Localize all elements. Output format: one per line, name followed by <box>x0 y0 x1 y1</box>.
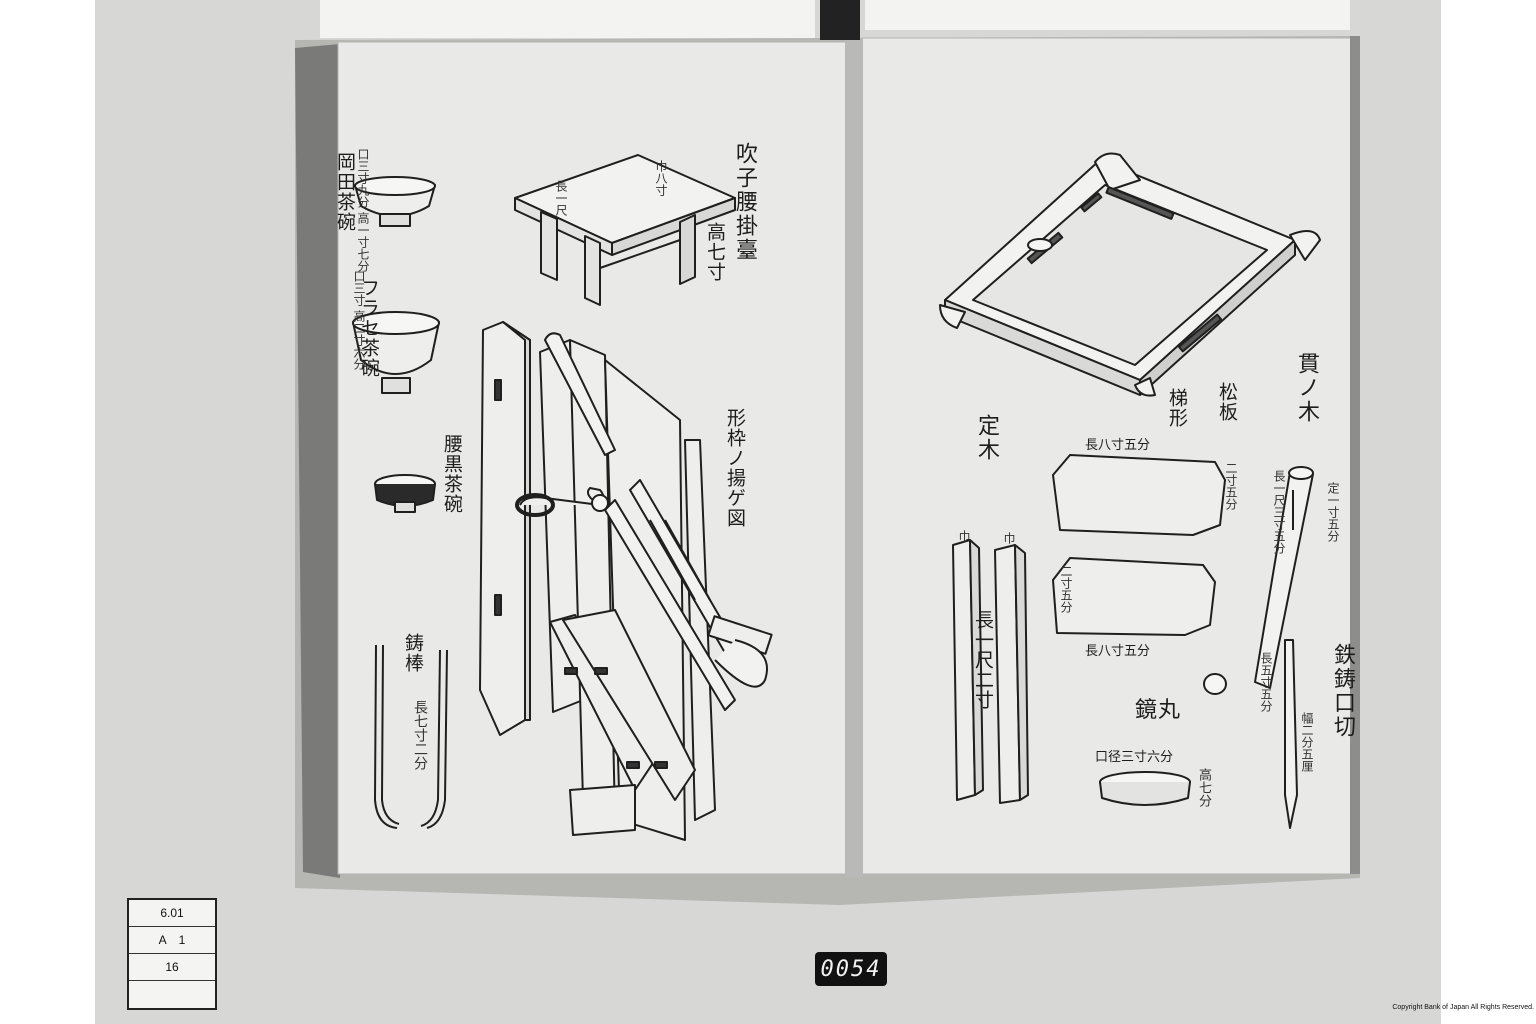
scan-background: 岡田茶碗 口三寸九分 高一寸七分 フラセ茶碗 口三寸 高二寸六分 腰黒茶碗 鋳棒… <box>95 0 1441 1024</box>
stand-width: 巾八寸 <box>654 160 668 196</box>
call-row-1: 6.01 <box>129 900 215 927</box>
frame-number-badge: 0054 <box>815 952 887 986</box>
okada-bowl-drawing <box>354 176 436 227</box>
chisel-title: 鉄鋳口切 <box>1330 643 1355 739</box>
call-row-3-text: 16 <box>165 960 179 974</box>
top-paper-left <box>320 0 815 38</box>
stand-drawing <box>514 154 736 306</box>
furase-bowl-drawing <box>352 311 440 394</box>
top-binding <box>820 0 860 40</box>
okada-bowl-label: 岡田茶碗 <box>334 152 356 232</box>
pine-board-label: 松板 <box>1216 382 1238 422</box>
chisel-drawing <box>1284 639 1298 829</box>
furase-bowl-label: フラセ茶碗 <box>358 278 380 378</box>
chisel-dims: 長五寸五分 <box>1259 652 1273 712</box>
koshiguro-bowl-label: 腰黒茶碗 <box>441 434 463 514</box>
top-paper-right <box>865 0 1350 30</box>
left-page-stack <box>295 44 340 878</box>
copyright-notice: Copyright Bank of Japan All Rights Reser… <box>1392 1004 1534 1011</box>
mirror-height: 高七分 <box>1196 768 1211 807</box>
ladle-rods-drawing <box>374 644 448 829</box>
board-bottom-dims: 長八寸五分 <box>1085 644 1151 659</box>
stand-height: 高七寸 <box>704 222 726 282</box>
rod-drawing <box>1203 466 1314 695</box>
gutter <box>845 38 863 878</box>
mirror-mold-drawing <box>1099 771 1191 806</box>
ladle-rod-dims: 長七寸二分 <box>412 700 428 770</box>
okada-bowl-dims: 口三寸九分 高一寸七分 <box>356 148 370 272</box>
board-lower-drawing <box>1052 557 1216 636</box>
call-row-4 <box>129 981 215 1007</box>
jogi-rulers-drawing <box>952 539 1029 804</box>
board-top-dims: 長八寸五分 <box>1085 438 1151 453</box>
nuki-frame-drawing <box>939 152 1321 397</box>
stand-title: 吹子腰掛臺 <box>732 142 757 262</box>
mirror-dims: 口径三寸六分 <box>1095 750 1174 765</box>
rod-side-dims: 定一寸五分 <box>1326 482 1340 542</box>
stand-length: 長一尺 <box>554 180 568 216</box>
jogi-top-a: 巾 <box>957 530 971 542</box>
rod-dims: 長一尺三寸五分 <box>1272 470 1286 554</box>
call-row-2-b: 1 <box>178 933 186 947</box>
call-row-2: A 1 <box>129 927 215 954</box>
furase-bowl-dims: 口三寸 高二寸六分 <box>352 270 366 370</box>
mirror-title: 鏡丸 <box>1135 698 1182 723</box>
board-side-dims-1: 二寸五分 <box>1224 462 1238 510</box>
chisel-width: 幅二分五厘 <box>1300 712 1314 772</box>
call-row-1-text: 6.01 <box>160 906 184 920</box>
nuki-title: 貫ノ木 <box>1294 352 1319 424</box>
board-side-dims-2: 二寸五分 <box>1059 565 1073 613</box>
frame-assembly-drawing <box>479 321 773 841</box>
right-page-edge <box>1350 36 1360 874</box>
jogi-dims: 長一尺二寸 <box>972 610 994 710</box>
call-row-3: 16 <box>129 954 215 981</box>
jogi-title: 定木 <box>974 414 999 462</box>
call-row-2-a: A <box>158 933 167 947</box>
jogi-top-b: 巾 <box>1002 532 1016 544</box>
ladder-form-label: 梯形 <box>1166 388 1188 428</box>
book-scan-drawing <box>295 0 1360 905</box>
call-number-card: 6.01 A 1 16 <box>127 898 217 1010</box>
board-upper-drawing <box>1052 454 1226 536</box>
koshiguro-bowl-drawing <box>374 474 436 513</box>
frame-title: 形枠ノ揚ゲ図 <box>724 408 746 528</box>
ladle-rod-label: 鋳棒 <box>402 633 424 673</box>
